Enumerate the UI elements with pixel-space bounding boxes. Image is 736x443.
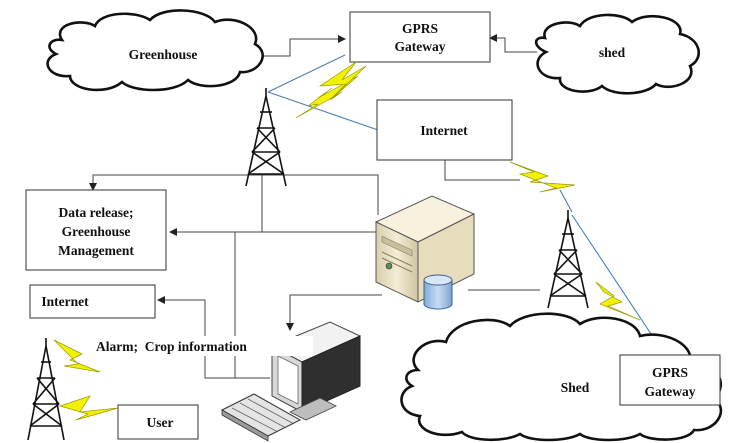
data-release-line2: Greenhouse [62,224,131,239]
database-icon [423,274,453,310]
internet-left-label: Internet [41,294,89,309]
user-box: User [117,404,199,440]
lightning-icon [53,339,101,373]
data-release-line1: Data release; [58,205,133,220]
tower-icon [27,338,65,441]
keyboard-icon [220,393,302,442]
gprs-top-line1: GPRS [402,21,438,36]
shed-top-cloud: shed [534,13,700,95]
alarm-crop-label: Alarm; Crop information [93,336,313,356]
data-release-box: Data release; Greenhouse Management [25,189,167,271]
lightning-icon [58,395,119,421]
internet-left-box: Internet [29,284,156,319]
gprs-bottom-line2: Gateway [645,384,696,399]
shed-top-label: shed [599,45,626,60]
tower-icon [547,210,589,309]
shed-bottom-label: Shed [561,380,590,395]
gprs-bottom-line1: GPRS [652,365,688,380]
wireless-bolts [53,61,641,421]
lightning-icon [318,61,367,99]
alarm-label: Alarm; Crop information [96,339,247,354]
connector-lines [89,34,540,379]
cloud-icon [534,13,700,95]
cloud-icon [46,9,264,92]
gprs-top-line2: Gateway [395,39,446,54]
gprs-gateway-top: GPRS Gateway [349,11,491,63]
greenhouse-label: Greenhouse [129,47,198,62]
internet-top-box: Internet [376,99,513,161]
lightning-icon [509,161,576,193]
tower-icon [245,88,287,187]
internet-top-label: Internet [420,123,468,138]
greenhouse-cloud: Greenhouse [46,9,264,92]
lightning-icon [295,75,359,119]
gprs-gateway-bottom: GPRS Gateway [619,354,721,406]
cloud-icon [400,312,723,442]
monitor-icon [270,321,362,421]
data-release-line3: Management [58,243,134,258]
shed-bottom-cloud: Shed [400,312,723,442]
lightning-icon [595,281,641,321]
user-label: User [147,415,174,430]
